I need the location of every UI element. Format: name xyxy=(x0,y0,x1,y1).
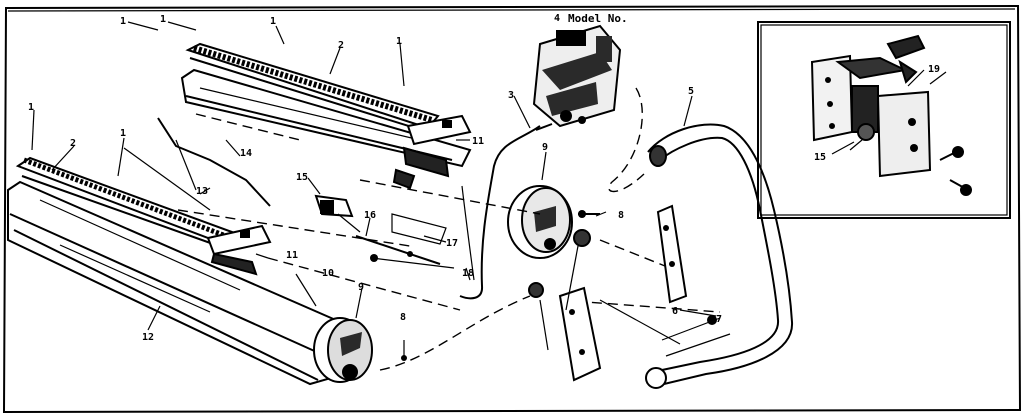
pilot-rod-13 xyxy=(157,117,271,207)
callout-2-left: 2 xyxy=(70,138,76,149)
callout-2-top: 2 xyxy=(338,40,344,51)
left-burner-rail xyxy=(15,156,234,251)
callout-9-bottom: 9 xyxy=(358,282,364,293)
gas-valve xyxy=(532,24,622,128)
upper-burner-bracket xyxy=(402,114,472,178)
model-number-label: Model No. xyxy=(568,12,628,25)
pilot-tubing xyxy=(459,123,553,300)
callout-1-left-edge: 1 xyxy=(28,102,34,113)
callout-1-left-mid: 1 xyxy=(120,128,126,139)
callout-1-burner-top: 1 xyxy=(270,16,276,27)
callout-9-top: 9 xyxy=(542,142,548,153)
callout-1-burner-top-b: 1 xyxy=(396,36,402,47)
callout-8-bottom: 8 xyxy=(400,312,406,323)
callout-6: 6 xyxy=(672,306,678,317)
callout-5: 5 xyxy=(688,86,694,97)
upper-burner-rail xyxy=(185,42,440,133)
callout-10: 10 xyxy=(322,268,334,279)
callout-14: 14 xyxy=(240,148,252,159)
inset-pilot-assembly xyxy=(810,34,972,196)
inset-box xyxy=(757,21,1011,219)
callout-3: 3 xyxy=(508,90,514,101)
thermocouple-lead xyxy=(355,213,455,269)
support-bracket-plates xyxy=(558,204,717,382)
inset-callout-15: 15 xyxy=(814,152,826,163)
callout-15: 15 xyxy=(296,172,308,183)
callout-1-top-left: 1 xyxy=(120,16,126,27)
callout-13: 13 xyxy=(196,186,208,197)
callout-4-valve: 4 xyxy=(554,13,560,24)
callout-8-right: 8 xyxy=(618,210,624,221)
callout-7: 7 xyxy=(716,314,722,325)
left-burner-housing xyxy=(7,180,373,386)
leader-lines xyxy=(31,21,925,331)
inset-callout-19: 19 xyxy=(928,64,940,75)
left-burner-bracket xyxy=(206,224,272,276)
callout-12: 12 xyxy=(142,332,154,343)
pilot-assembly xyxy=(314,168,416,233)
support-frame-tube xyxy=(645,123,794,389)
callout-18: 18 xyxy=(462,268,474,279)
callout-11-top: 11 xyxy=(472,136,484,147)
callout-17: 17 xyxy=(446,238,458,249)
diagram-border xyxy=(2,4,1022,414)
fastener-8 xyxy=(578,210,600,218)
orifice-hood-upper xyxy=(507,185,586,259)
callout-11-bottom: 11 xyxy=(286,250,298,261)
callout-16: 16 xyxy=(364,210,376,221)
lower-fasteners xyxy=(401,229,591,361)
callout-1-top-left-b: 1 xyxy=(160,14,166,25)
